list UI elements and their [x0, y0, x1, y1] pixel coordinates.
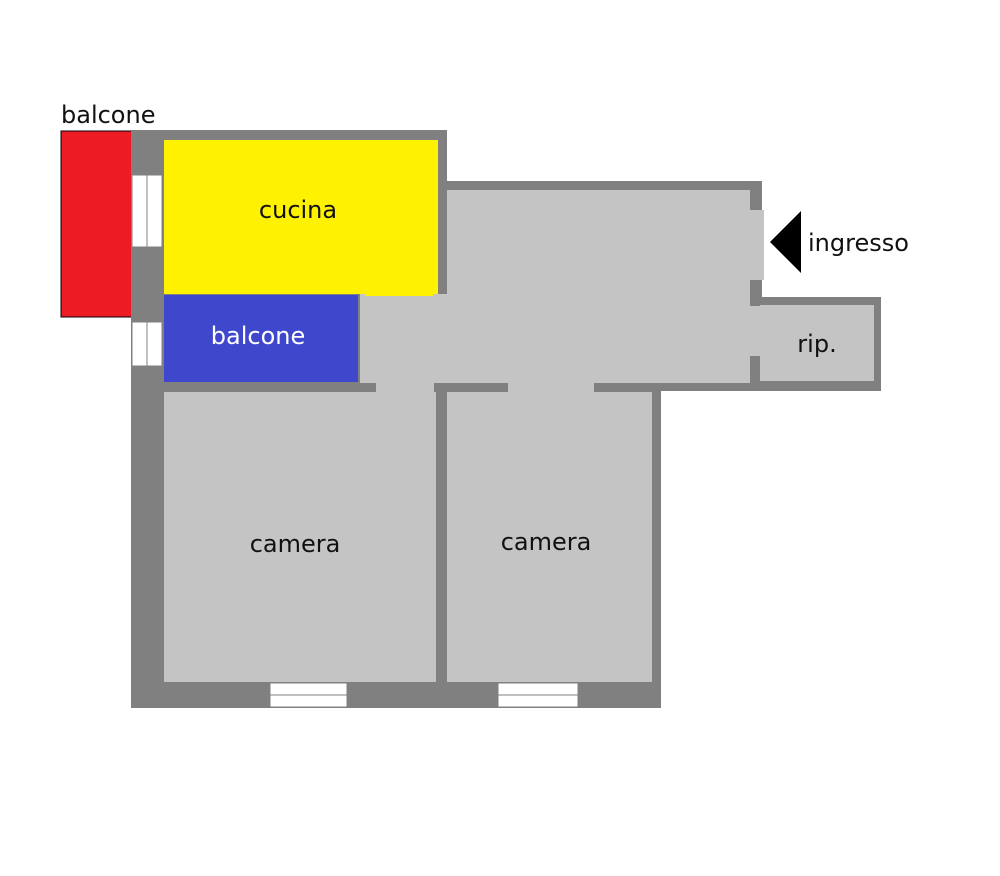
label-rip: rip.: [797, 330, 836, 358]
doorway-right: [508, 380, 594, 394]
bedroom-right-floor: [447, 392, 652, 682]
kitchen-door: [365, 284, 433, 296]
kitchen-floor: [164, 140, 438, 294]
label-camera-left: camera: [250, 530, 341, 558]
entrance-arrow-icon: [770, 211, 801, 273]
floor-areas: [164, 190, 874, 682]
windows: [131, 174, 579, 708]
outer-balcony: [60, 130, 133, 318]
label-cucina: cucina: [259, 196, 337, 224]
bedroom-left-floor: [164, 392, 436, 682]
storage-door: [748, 306, 764, 356]
label-ingresso: ingresso: [808, 229, 909, 257]
storage-floor: [760, 305, 874, 381]
inner-balcony-floor: [164, 295, 358, 382]
hall-floor: [360, 294, 460, 383]
label-balcone-inner: balcone: [211, 322, 305, 350]
entrance-gap: [748, 210, 764, 280]
corridor-floor: [447, 190, 750, 383]
doorway-left: [376, 380, 434, 394]
label-balcone-outer: balcone: [61, 101, 155, 129]
label-camera-right: camera: [501, 528, 592, 556]
